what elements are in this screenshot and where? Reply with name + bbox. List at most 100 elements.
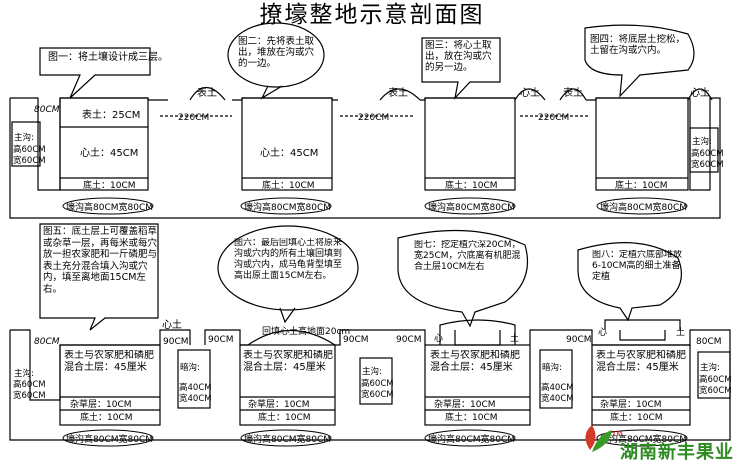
top-side-height: 高60CM bbox=[13, 144, 46, 155]
b-h-2: 高60CM bbox=[361, 378, 394, 389]
top-trench-1 bbox=[59, 97, 149, 191]
top-side-height-r: 高60CM bbox=[691, 148, 724, 159]
b-sh-1: 高40CM bbox=[179, 382, 212, 393]
planting-pit-3 bbox=[439, 319, 516, 346]
pit-char-1: 心 bbox=[434, 333, 443, 344]
bottom-depth-r: 80CM bbox=[696, 337, 722, 347]
bottom-note-7: 图七：挖定植穴深20CM，宽25CM，穴底离有机肥混合土层10CM左右 bbox=[414, 240, 521, 272]
page-title: 撩壕整地示意剖面图 bbox=[259, 2, 485, 28]
mix-layer-3: 表土与农家肥和磷肥混合土层：45厘米 bbox=[430, 350, 520, 373]
top-note-1-line1: 图一：将土壤设计成三层。 bbox=[48, 50, 168, 63]
b-main-1: 主沟: bbox=[14, 368, 34, 379]
logo-leaf-icon bbox=[585, 425, 612, 452]
top-trench-3 bbox=[424, 97, 516, 191]
top-trench-2 bbox=[241, 97, 333, 191]
bottom-note-6-bubble bbox=[217, 225, 359, 311]
pile-label-1: 表土 bbox=[197, 86, 217, 99]
top-pile-topsoil-4 bbox=[559, 88, 587, 101]
b-side-1: 暗沟: bbox=[180, 362, 200, 373]
bottom-note-6: 图六：最后回填心土将原来沟或穴内的所有土壤回填到沟或穴内，成马龟背型填至高出原土… bbox=[234, 238, 343, 281]
bottom-pile-sub: 心土 bbox=[162, 318, 182, 331]
bottom-gap-4: 90CM bbox=[396, 335, 422, 345]
bottom-note-8-bubble bbox=[577, 242, 682, 322]
pit-char-2: 土 bbox=[510, 332, 519, 344]
bottom-trench-4 bbox=[591, 344, 691, 426]
bottom-10-2: 底土：10CM bbox=[262, 179, 315, 191]
top-pile-subsoil-3 bbox=[514, 88, 546, 101]
bottom-trench-1 bbox=[59, 344, 161, 426]
b-w-1: 宽60CM bbox=[13, 390, 46, 401]
pile-label-4: 表土 bbox=[563, 86, 583, 99]
bottom-10-4: 底土：10CM bbox=[615, 179, 668, 191]
gap-220-2: 220CM bbox=[358, 113, 389, 123]
trench-dim-2: 壕沟高80CM宽80CM bbox=[244, 201, 331, 213]
top-side-main: 主沟: bbox=[14, 132, 34, 143]
top-note-4-bubble bbox=[584, 24, 695, 98]
top-pile-subsoil-right bbox=[687, 88, 713, 101]
b-side-2: 暗沟: bbox=[542, 362, 562, 373]
top-side-width: 宽60CM bbox=[13, 155, 46, 166]
b-w-3: 宽60CM bbox=[699, 385, 732, 396]
b-bottom-4: 底土：10CM bbox=[610, 411, 663, 423]
top-note-3: 图三：将心土取出，放在沟或穴的另一边。 bbox=[425, 40, 492, 73]
straw-1: 杂草层：10CM bbox=[70, 398, 132, 410]
top-note-2: 图二：先将表土取出，堆放在沟或穴的一边。 bbox=[238, 36, 314, 69]
pit-char-3: 心 bbox=[598, 327, 607, 338]
mix-layer-4: 表土与农家肥和磷肥混合土层：45厘米 bbox=[596, 350, 686, 373]
straw-2: 杂草层：10CM bbox=[248, 398, 310, 410]
planting-pit-4 bbox=[604, 319, 681, 341]
backfill-label: 回填心土高地面20cm bbox=[262, 325, 350, 337]
b-sw-1: 宽40CM bbox=[179, 393, 212, 404]
bottom-gap-3: 90CM bbox=[343, 335, 369, 345]
mix-layer-1: 表土与农家肥和磷肥混合土层：45厘米 bbox=[64, 350, 154, 373]
b-bottom-2: 底土：10CM bbox=[258, 411, 311, 423]
gap-220-3: 220CM bbox=[538, 113, 569, 123]
bottom-gap-2: 90CM bbox=[208, 335, 234, 345]
b-main-3: 主沟: bbox=[700, 362, 720, 373]
b-h-3: 高60CM bbox=[699, 374, 732, 385]
top-pile-topsoil-1 bbox=[189, 86, 226, 101]
top-trench-4 bbox=[595, 97, 689, 191]
top-side-main-r: 主沟: bbox=[692, 136, 712, 147]
b-sh-2: 高40CM bbox=[541, 382, 574, 393]
b-w-2: 宽60CM bbox=[361, 389, 394, 400]
bottom-10-3: 底土：10CM bbox=[445, 179, 498, 191]
top-note-1-bubble bbox=[39, 47, 151, 99]
b-bottom-1: 底土：10CM bbox=[80, 411, 133, 423]
top-note-3-bubble bbox=[421, 37, 501, 100]
bottom-trench-2 bbox=[239, 344, 336, 426]
b-sw-2: 宽40CM bbox=[541, 393, 574, 404]
trench-dim-3: 壕沟高80CM宽80CM bbox=[428, 201, 515, 213]
topsoil-25-label: 表土：25CM bbox=[82, 108, 140, 121]
top-note-2-bubble bbox=[227, 22, 325, 88]
gap-220-1: 220CM bbox=[178, 113, 209, 123]
bottom-note-8: 图八：定植穴底部堆放6-10CM高的细土准备定植 bbox=[592, 250, 683, 282]
top-note-4: 图四：将底层土挖松，土留在沟或穴内。 bbox=[590, 34, 686, 56]
b-main-2: 主沟: bbox=[362, 366, 382, 377]
top-depth-label: 80CM bbox=[34, 105, 60, 115]
bottom-10-1: 底土：10CM bbox=[83, 179, 136, 191]
bottom-note-5: 图五：底土层上可覆盖稻草或杂草一层，再每米或每穴放一担农家肥和一斤磷肥与表土充分… bbox=[43, 226, 157, 295]
logo-tm: TM bbox=[612, 430, 623, 438]
pile-label-5: 心土 bbox=[690, 86, 710, 99]
straw-3: 杂草层：10CM bbox=[434, 398, 496, 410]
bottom-gap-5: 90CM bbox=[566, 335, 592, 345]
b-dim-2: 壕沟高80CM宽80CM bbox=[244, 433, 331, 445]
pit-char-4: 土 bbox=[676, 326, 685, 338]
top-side-ditch bbox=[11, 121, 41, 167]
trench-dim-4: 壕沟高80CM宽80CM bbox=[600, 201, 687, 213]
top-side-width-r: 宽60CM bbox=[691, 159, 724, 170]
trench-dim-1: 壕沟高80CM宽80CM bbox=[66, 201, 153, 213]
top-pile-topsoil-2 bbox=[379, 88, 421, 101]
bottom-note-7-bubble bbox=[397, 229, 529, 328]
bottom-note-5-bubble bbox=[39, 223, 159, 331]
bottom-gap-1: 90CM bbox=[163, 337, 189, 347]
pile-label-2: 表土 bbox=[388, 86, 408, 99]
b-h-1: 高60CM bbox=[13, 379, 46, 390]
mix-layer-2: 表土与农家肥和磷肥混合土层：45厘米 bbox=[243, 350, 333, 373]
b-dim-3: 壕沟高80CM宽80CM bbox=[428, 433, 515, 445]
b-dim-4: 壕沟高80CM宽80CM bbox=[600, 433, 687, 445]
b-dim-1: 壕沟高80CM宽80CM bbox=[66, 433, 153, 445]
logo-text: 湖南新丰果业 bbox=[620, 442, 734, 463]
